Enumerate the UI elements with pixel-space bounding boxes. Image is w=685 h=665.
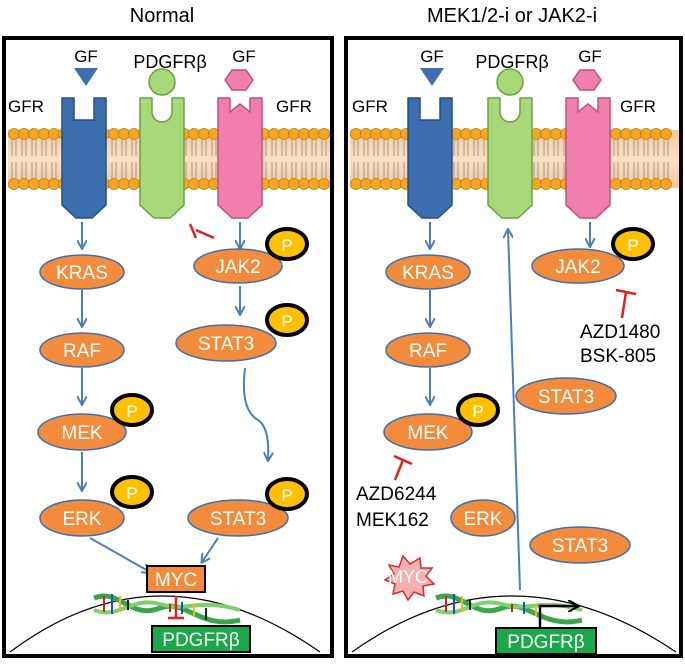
right-panel: GF PDGFRβ GF GFR GFR KRAS RAF — [344, 36, 683, 658]
right-node-stat3-bottom: STAT3 — [529, 526, 631, 564]
right-nucleus — [351, 595, 677, 653]
left-gf-label-1: GF — [74, 47, 98, 66]
left-phospho-jak2: P — [265, 227, 309, 261]
svg-text:P: P — [126, 484, 137, 503]
left-gfr-label-1: GFR — [8, 97, 44, 116]
left-inhibition-jak2-pdgfrb — [188, 223, 215, 240]
left-node-kras: KRAS — [39, 254, 125, 290]
right-transcription-arrow — [538, 606, 578, 630]
svg-text:ERK: ERK — [463, 509, 502, 530]
svg-text:STAT3: STAT3 — [552, 536, 608, 557]
left-node-mek: MEK — [37, 413, 127, 451]
right-gf-label-2: GF — [578, 47, 602, 66]
left-node-jak2: JAK2 — [193, 248, 283, 284]
left-pdgfrb-label: PDGFRβ — [133, 52, 206, 72]
left-myc-box: MYC — [146, 565, 206, 593]
svg-text:ERK: ERK — [62, 509, 101, 530]
left-phospho-stat3-bottom: P — [265, 477, 309, 511]
svg-text:KRAS: KRAS — [402, 263, 454, 284]
left-node-erk: ERK — [39, 499, 125, 537]
svg-text:P: P — [472, 402, 483, 421]
svg-text:MEK: MEK — [407, 423, 449, 444]
right-gf-hexagon-pink — [572, 69, 602, 91]
right-node-stat3-mid: STAT3 — [515, 377, 617, 415]
svg-text:P: P — [281, 486, 292, 505]
left-node-stat3-top: STAT3 — [175, 324, 277, 362]
right-gf-label-1: GF — [420, 47, 444, 66]
left-gfr-receptor-pink — [217, 97, 263, 219]
svg-text:MEK: MEK — [61, 423, 103, 444]
svg-text:P: P — [281, 236, 292, 255]
left-gfr-label-2: GFR — [276, 97, 312, 116]
left-node-raf: RAF — [39, 332, 125, 368]
svg-text:P: P — [126, 402, 137, 421]
svg-text:RAF: RAF — [409, 341, 447, 362]
right-node-jak2: JAK2 — [531, 248, 625, 284]
left-pdgfrb-receptor — [139, 68, 185, 219]
left-panel: GF PDGFRβ GF GFR GFR KRAS — [2, 36, 334, 658]
left-inhibition-myc-pdgfrb — [168, 596, 184, 620]
svg-text:JAK2: JAK2 — [215, 257, 260, 278]
left-phospho-stat3-top: P — [265, 303, 309, 337]
left-arrows — [82, 222, 268, 572]
left-phospho-erk: P — [110, 475, 154, 509]
left-node-stat3-bottom: STAT3 — [187, 499, 289, 537]
right-gfr-label-1: GFR — [352, 97, 388, 116]
right-phospho-jak2: P — [611, 227, 655, 261]
left-gf-label-2: GF — [232, 47, 256, 66]
right-node-erk: ERK — [450, 499, 516, 537]
left-gf-triangle-blue — [74, 68, 98, 86]
svg-text:STAT3: STAT3 — [538, 387, 594, 408]
right-pdgfrb-receptor — [487, 68, 533, 219]
svg-text:MYC: MYC — [155, 570, 197, 591]
svg-text:MYC: MYC — [388, 567, 428, 587]
right-myc-starburst: MYC — [383, 554, 436, 602]
svg-text:STAT3: STAT3 — [210, 509, 266, 530]
right-dna-helix — [435, 593, 583, 625]
svg-text:KRAS: KRAS — [56, 263, 108, 284]
right-pdgfrb-label: PDGFRβ — [475, 52, 548, 72]
right-mek-inhibitor-2: MEK162 — [356, 510, 429, 531]
svg-text:PDGFRβ: PDGFRβ — [162, 630, 240, 651]
right-inhibition-mek — [393, 454, 413, 481]
right-gfr-label-2: GFR — [620, 97, 656, 116]
right-node-kras: KRAS — [385, 254, 471, 290]
left-panel-frame — [2, 36, 334, 658]
right-mek-inhibitor-1: AZD6244 — [356, 484, 437, 505]
right-jak-inhibitor-1: AZD1480 — [580, 322, 660, 343]
right-node-raf: RAF — [385, 332, 471, 368]
left-phospho-mek: P — [110, 393, 154, 427]
left-panel-title: Normal — [130, 5, 194, 27]
right-gf-triangle-blue — [420, 68, 444, 86]
svg-text:PDGFRβ: PDGFRβ — [507, 632, 585, 653]
svg-text:STAT3: STAT3 — [198, 334, 254, 355]
left-gfr-receptor-blue — [61, 97, 107, 219]
left-nucleus — [9, 595, 321, 653]
svg-text:P: P — [281, 312, 292, 331]
right-pdgfrb-gene-box: PDGFRβ — [495, 627, 597, 655]
svg-text:P: P — [627, 236, 638, 255]
left-dna-helix — [93, 593, 241, 625]
svg-text:RAF: RAF — [63, 341, 101, 362]
right-inhibition-jak2 — [615, 288, 637, 319]
right-panel-title: MEK1/2-i or JAK2-i — [427, 5, 597, 27]
right-panel-frame — [344, 36, 683, 658]
right-gfr-receptor-pink — [565, 97, 611, 219]
left-pdgfrb-gene-box: PDGFRβ — [151, 625, 251, 653]
svg-text:JAK2: JAK2 — [555, 257, 600, 278]
right-arrows — [430, 222, 590, 591]
right-gfr-receptor-blue — [407, 97, 453, 219]
right-jak-inhibitor-2: BSK-805 — [580, 346, 656, 367]
right-node-mek: MEK — [383, 413, 473, 451]
left-gf-hexagon-pink — [224, 69, 254, 91]
right-phospho-mek: P — [456, 393, 500, 427]
